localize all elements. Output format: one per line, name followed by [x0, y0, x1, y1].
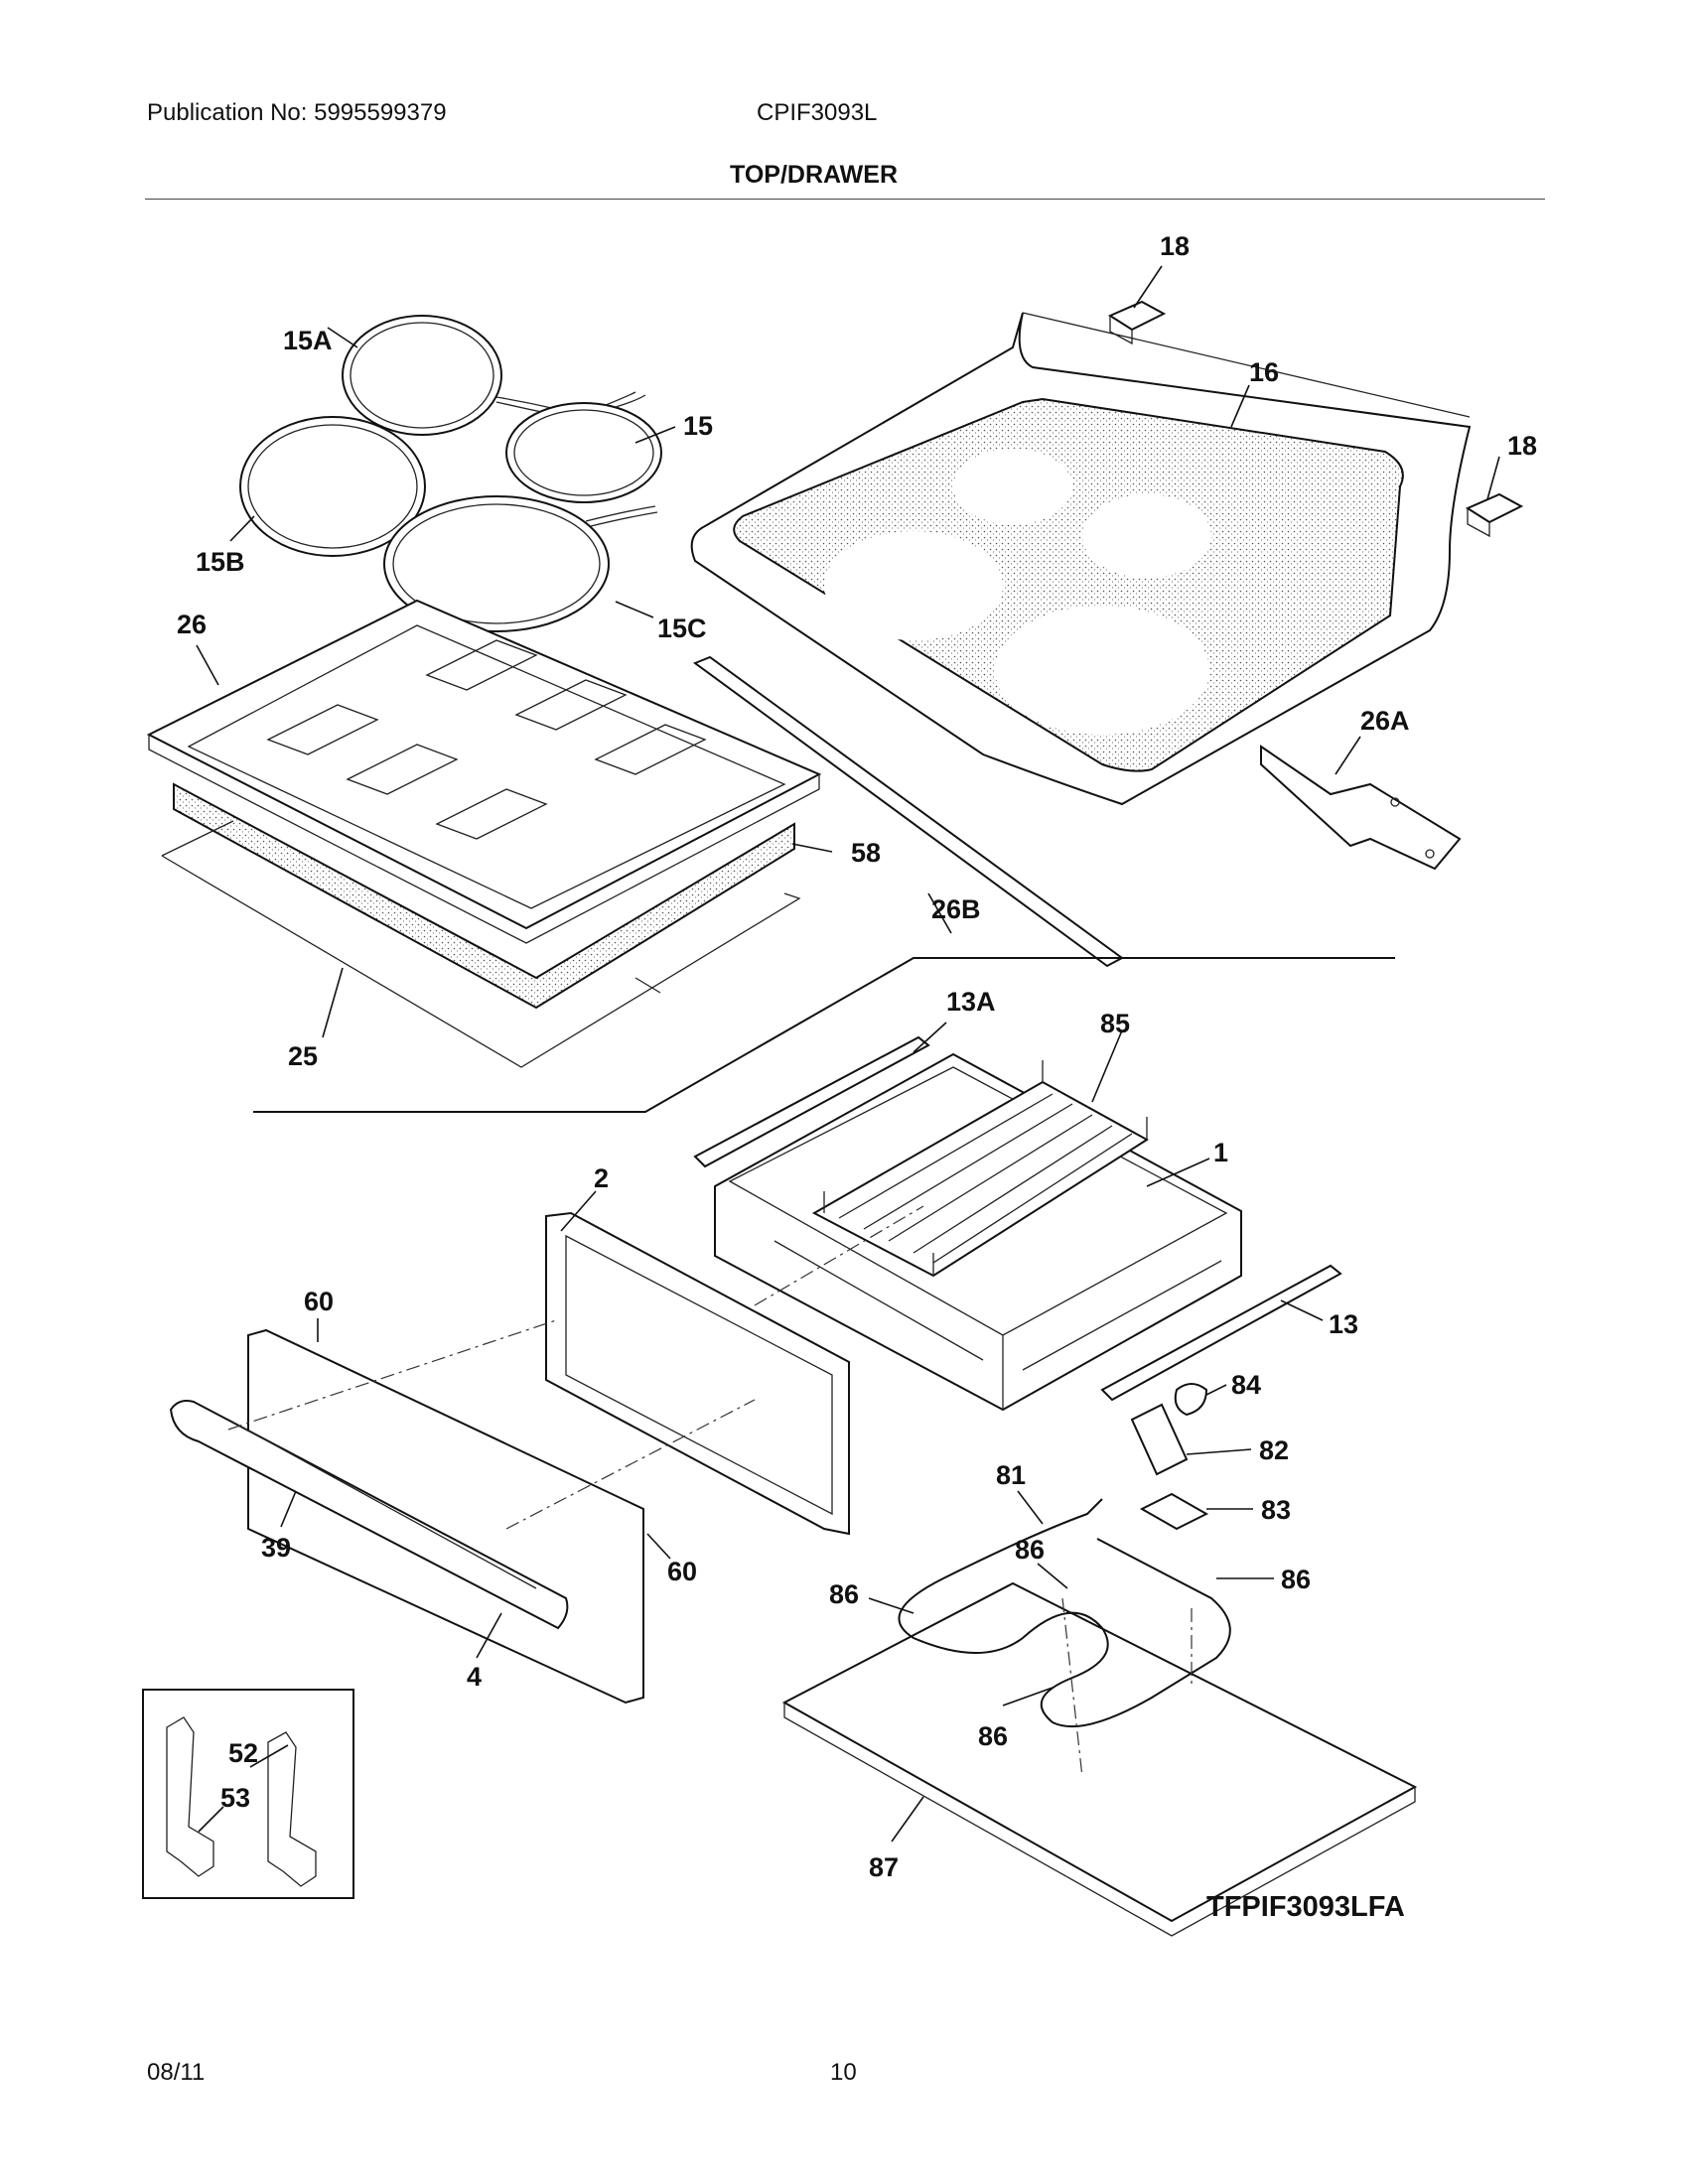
section-separator: [253, 957, 1395, 1113]
callout-87: 87: [869, 1852, 899, 1882]
callouts: 18 16 18 15A 15 15B 15C 26 58 25 26B 26A…: [177, 231, 1537, 1882]
callout-82: 82: [1259, 1435, 1289, 1465]
inset-clip-box: [142, 1689, 354, 1899]
callout-13a: 13A: [946, 987, 996, 1017]
assembly-dash-lines: [227, 1205, 1193, 1778]
wire-rack-85: [811, 1060, 1149, 1278]
bracket-82: [1130, 1403, 1189, 1476]
callout-18-left: 18: [1160, 231, 1190, 261]
model-number: CPIF3093L: [757, 99, 878, 126]
cooktop-bracket-right: [1465, 492, 1524, 538]
cooktop-side-trim-26a: [1260, 745, 1462, 871]
callout-83: 83: [1261, 1495, 1291, 1525]
cooktop-bracket-left: [1107, 300, 1167, 345]
callout-60-bottom: 60: [667, 1557, 697, 1586]
drawer-handle: [169, 1400, 569, 1630]
insulation-pad-58: [173, 782, 795, 1010]
header-divider: [145, 199, 1545, 200]
callout-84: 84: [1231, 1370, 1261, 1400]
foil-shield-25: [161, 820, 801, 1068]
callout-85: 85: [1100, 1009, 1130, 1038]
drawer-inner-panel: [545, 1211, 850, 1536]
callout-15b: 15B: [196, 547, 245, 577]
drawer-slide-13a: [693, 1035, 930, 1168]
publication-number: Publication No: 5995599379: [147, 99, 447, 126]
cooktop-glass: [690, 312, 1472, 806]
callout-86-right: 86: [1281, 1565, 1311, 1594]
drawing-id: TFPIF3093LFA: [1206, 1891, 1405, 1923]
section-title: TOP/DRAWER: [730, 161, 898, 189]
heating-element-81: [898, 1498, 1231, 1728]
callout-13: 13: [1329, 1309, 1358, 1339]
callout-86-upper: 86: [1015, 1535, 1045, 1565]
callout-58: 58: [851, 838, 881, 868]
callout-52: 52: [228, 1738, 258, 1768]
callout-86-lower: 86: [978, 1721, 1008, 1751]
callout-1: 1: [1213, 1138, 1228, 1167]
element-15: [505, 391, 662, 503]
page-number: 10: [830, 2059, 857, 2086]
callout-15: 15: [683, 411, 713, 441]
drawer-slide-13: [1100, 1264, 1342, 1402]
element-15b: [239, 416, 426, 557]
callout-4: 4: [467, 1662, 482, 1692]
element-15c: [383, 495, 658, 632]
bracket-83: [1139, 1492, 1209, 1531]
footer-date: 08/11: [147, 2059, 206, 2086]
callout-26a: 26A: [1360, 706, 1410, 736]
callout-39: 39: [261, 1533, 291, 1563]
cooktop-frame: [146, 599, 822, 944]
callout-15a: 15A: [283, 326, 333, 355]
callout-26: 26: [177, 610, 207, 639]
callout-25: 25: [288, 1041, 318, 1071]
callout-15c: 15C: [657, 614, 707, 643]
callout-18-right: 18: [1507, 431, 1537, 461]
bottom-pan-87: [781, 1581, 1418, 1937]
callout-16: 16: [1249, 357, 1279, 387]
callout-26b: 26B: [931, 894, 981, 924]
callout-86-left: 86: [829, 1579, 859, 1609]
callout-2: 2: [594, 1163, 609, 1193]
callout-60-top: 60: [304, 1287, 334, 1316]
element-15a: [342, 315, 557, 436]
leader-lines: [196, 265, 1500, 1843]
callout-81: 81: [996, 1460, 1026, 1490]
terminal-block-84: [1174, 1383, 1208, 1417]
callout-53: 53: [220, 1783, 250, 1813]
